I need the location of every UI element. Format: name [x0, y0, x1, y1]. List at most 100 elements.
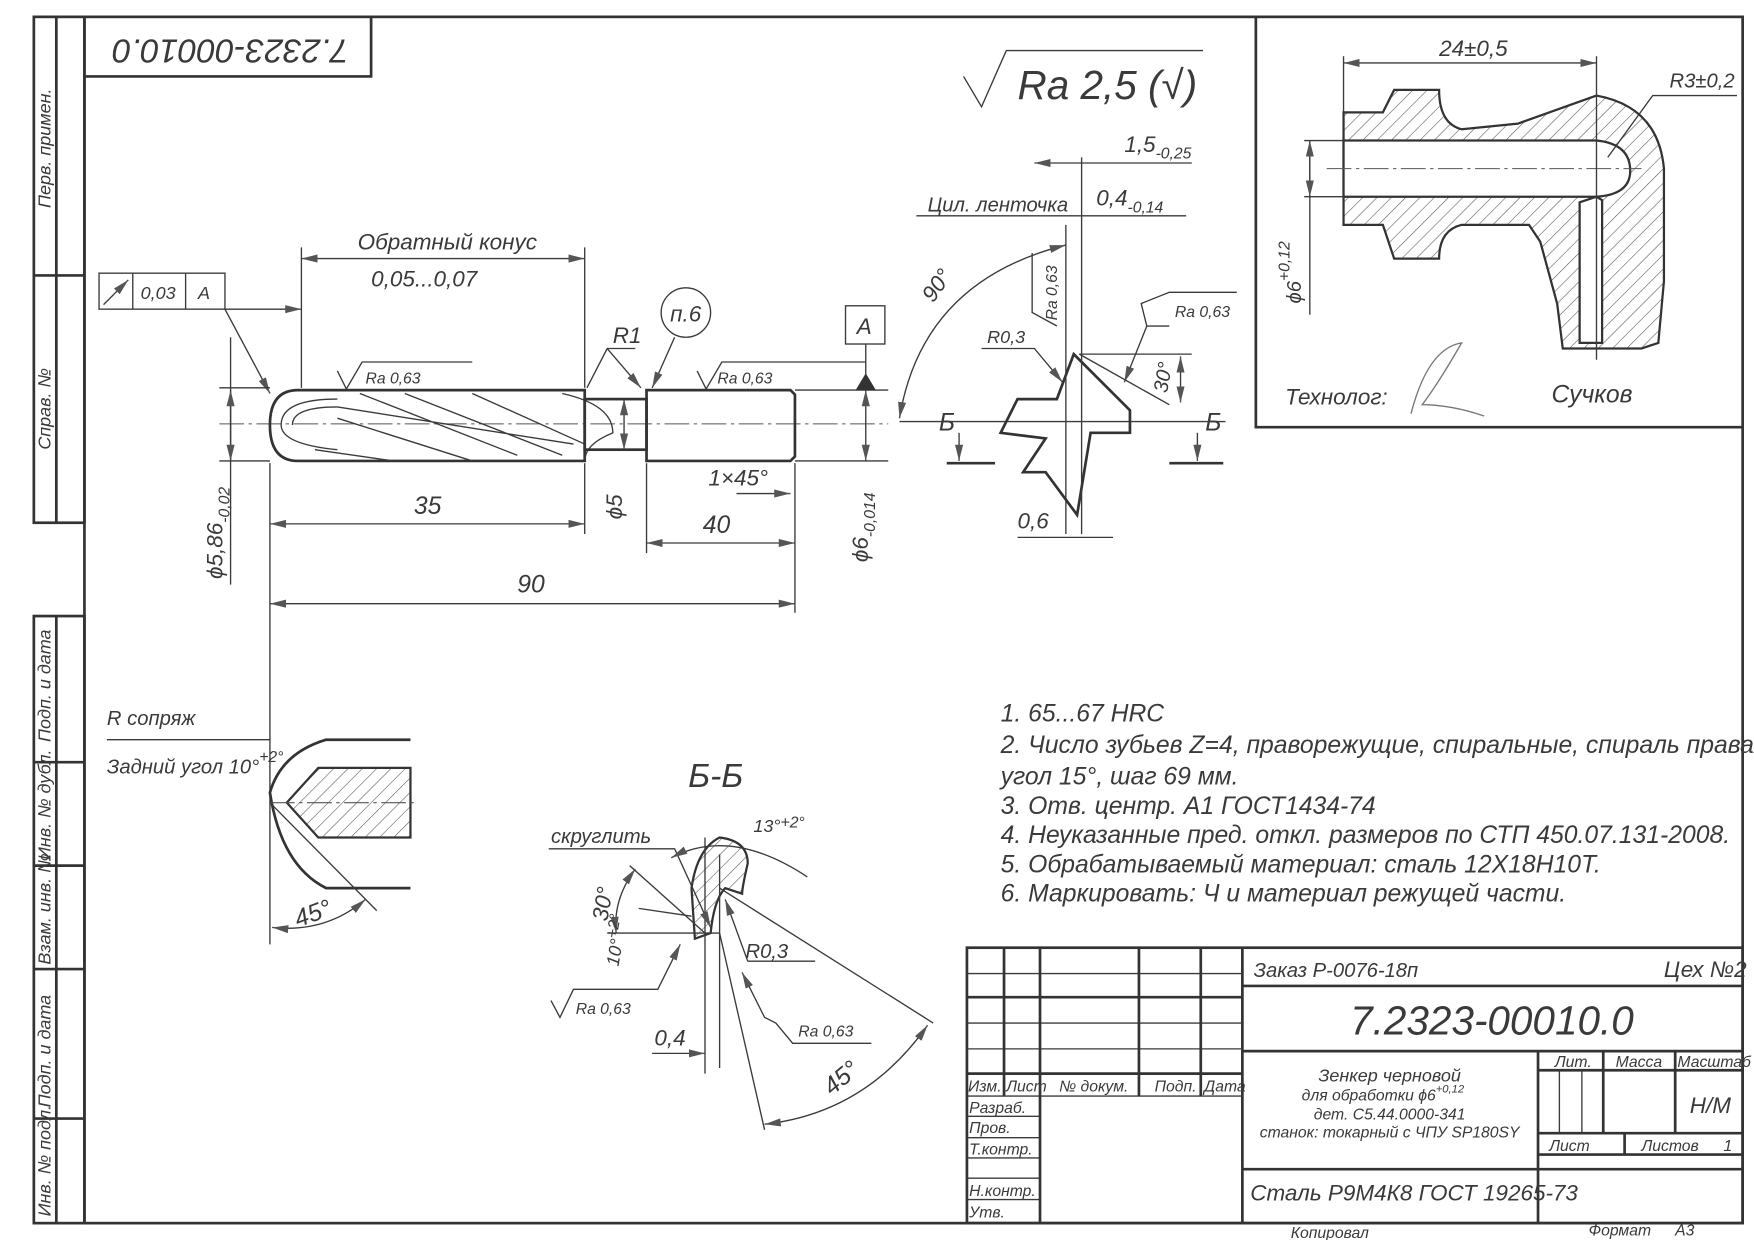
- datum-label: A: [855, 314, 872, 339]
- dim-04: 0,4-0,14: [1096, 186, 1163, 217]
- note-6: 6. Маркировать: Ч и материал режущей час…: [1001, 881, 1567, 908]
- dia-586: ϕ5,86-0,02: [203, 487, 234, 579]
- runout-datum: A: [197, 283, 210, 303]
- angle-13: 13°: [753, 816, 780, 836]
- section-mark-right: Б: [1205, 410, 1221, 437]
- workshop: Цех №2: [1664, 957, 1747, 982]
- section-angle-45: 45°: [819, 1056, 865, 1101]
- scale-label: Масштаб: [1677, 1054, 1752, 1071]
- row-razrab: Разраб.: [969, 1100, 1026, 1117]
- material: Сталь Р9М4К8 ГОСТ 19265-73: [1250, 1181, 1578, 1206]
- order-number: Заказ Р-0076-18п: [1254, 960, 1419, 982]
- copied-label: Копировал: [1291, 1225, 1369, 1240]
- roughness-icon: [550, 944, 681, 1019]
- note-ref-balloon: п.6: [651, 287, 712, 389]
- angle-90: 90°: [917, 264, 957, 306]
- svg-text:для обработки ϕ6+0,12: для обработки ϕ6+0,12: [1302, 1084, 1465, 1105]
- fillet-label: R сопряж: [107, 708, 197, 730]
- side-strip: Перв. примен. Справ. № Подп. и дата Инв.…: [35, 89, 55, 1217]
- chamfer: 1×45°: [708, 466, 768, 491]
- reverse-cone-label: Обратный конус: [358, 230, 537, 255]
- part-name: Зенкер черновой: [1318, 1065, 1461, 1085]
- row-prov: Пров.: [969, 1120, 1010, 1137]
- section-mark-left: Б: [939, 410, 955, 437]
- label-inv-podl: Инв. № подл.: [35, 1105, 55, 1216]
- col-podp: Подп.: [1155, 1079, 1197, 1096]
- radius-r03: R0,3: [987, 327, 1025, 347]
- note-3: 3. Отв. центр. A1 ГОСТ1434-74: [1001, 793, 1376, 820]
- row-utv: Утв.: [968, 1205, 1005, 1222]
- technical-requirements: 1. 65...67 HRC 2. Число зубьев Z=4, прав…: [999, 701, 1754, 908]
- dim-24: 24±0,5: [1438, 36, 1508, 61]
- round-label: скруглить: [551, 826, 651, 848]
- ra-body: Ra 0,63: [365, 370, 420, 387]
- roughness-icon: [336, 361, 473, 391]
- roughness-icon: [696, 361, 866, 391]
- dim-90: 90: [517, 571, 545, 598]
- angle-10: 10°: [603, 937, 627, 967]
- runout-tolerance-frame: 0,03 A: [98, 272, 302, 394]
- clearance-label: Задний угол 10°+2°: [107, 749, 284, 778]
- label-sprav-no: Справ. №: [35, 368, 55, 450]
- drawing-frame: [32, 15, 1744, 1225]
- section-dim-04: 0,4: [654, 1026, 685, 1051]
- format-label: Формат: [1589, 1223, 1651, 1240]
- mass-label: Масса: [1616, 1054, 1663, 1071]
- designation: 7.2323-00010.0: [1350, 997, 1634, 1043]
- land-label: Цил. ленточка: [928, 194, 1069, 216]
- note-ref: п.6: [670, 302, 702, 327]
- inset-panel: 24±0,5 R3±0,2 ϕ6+0,12 Технолог: Сучков: [1254, 16, 1743, 429]
- part-detail: дет. С5.44.0000-341: [1314, 1107, 1466, 1124]
- note-4: 4. Неуказанные пред. откл. размеров по С…: [1001, 822, 1730, 849]
- dim-15: 1,5-0,25: [1124, 132, 1191, 163]
- reverse-cone-value: 0,05...0,07: [371, 267, 479, 292]
- stamp-box: 7.2323-00010.0: [84, 16, 373, 78]
- label-perv-primen: Перв. примен.: [35, 89, 55, 208]
- title-block: Изм. Лист № докум. Подп. Дата Разраб. Пр…: [965, 946, 1752, 1240]
- technologist-label: Технолог:: [1285, 385, 1388, 410]
- dim-35: 35: [414, 493, 442, 520]
- col-list: Лист: [1005, 1079, 1046, 1096]
- general-roughness: Ra 2,5 (√): [962, 49, 1204, 109]
- radius-r03: R0,3: [745, 941, 788, 963]
- datum-a: A: [844, 305, 886, 391]
- inset-dia-6: ϕ6+0,12: [1277, 241, 1306, 304]
- label-inv-dubl: Инв. № дубл.: [35, 750, 55, 861]
- dim-06: 0,6: [1018, 508, 1050, 533]
- dia-5: ϕ5: [602, 494, 627, 519]
- label-podp-data-1: Подп. и дата: [35, 629, 55, 742]
- part-machine: станок: токарный с ЧПУ SP180SY: [1260, 1125, 1521, 1142]
- row-tkontr: Т.контр.: [969, 1142, 1032, 1159]
- svg-text:13°+2°: 13°+2°: [753, 814, 804, 835]
- sheets-label: Листов: [1640, 1138, 1698, 1155]
- ra-right: Ra 0,63: [1175, 304, 1230, 321]
- dia-6: ϕ6-0,014: [848, 492, 879, 562]
- section-bb: Б-Б скруглить 13°+2° 30° 10°+2° R0,3 Ra …: [548, 757, 934, 1130]
- note-2-cont: угол 15°, шаг 69 мм.: [999, 764, 1239, 791]
- signature-icon: [1410, 341, 1485, 417]
- section-angle-30: 30°: [587, 885, 618, 923]
- general-roughness-text: Ra 2,5 (√): [1018, 62, 1198, 108]
- angle-30: 30°: [1150, 360, 1177, 394]
- ra-vertical: Ra 0,63: [1044, 265, 1061, 320]
- lit-label: Лит.: [1554, 1054, 1592, 1071]
- row-nkontr: Н.контр.: [969, 1183, 1036, 1200]
- technologist-name: Сучков: [1552, 381, 1633, 408]
- format-value: А3: [1674, 1223, 1694, 1240]
- radius-r3: R3±0,2: [1670, 71, 1735, 93]
- label-podp-data-2: Подп. и дата: [35, 995, 55, 1108]
- note-5: 5. Обрабатываемый материал: сталь 12Х18Н…: [1001, 851, 1601, 878]
- part-purpose: для обработки ϕ6: [1302, 1088, 1436, 1105]
- ra-right: Ra 0,63: [798, 1024, 853, 1041]
- label-vzam-inv: Взам. инв. №: [35, 853, 55, 964]
- runout-arrow-icon: [103, 279, 129, 306]
- note-1: 1. 65...67 HRC: [1001, 701, 1165, 728]
- stamp-number: 7.2323-00010.0: [112, 31, 348, 69]
- svg-text:10°+2°: 10°+2°: [599, 913, 631, 968]
- ra-left: Ra 0,63: [576, 1001, 631, 1018]
- runout-tolerance: 0,03: [141, 283, 176, 303]
- sheets-value: 1: [1724, 1138, 1733, 1155]
- radius-r1: R1: [613, 323, 642, 348]
- section-title: Б-Б: [688, 757, 743, 795]
